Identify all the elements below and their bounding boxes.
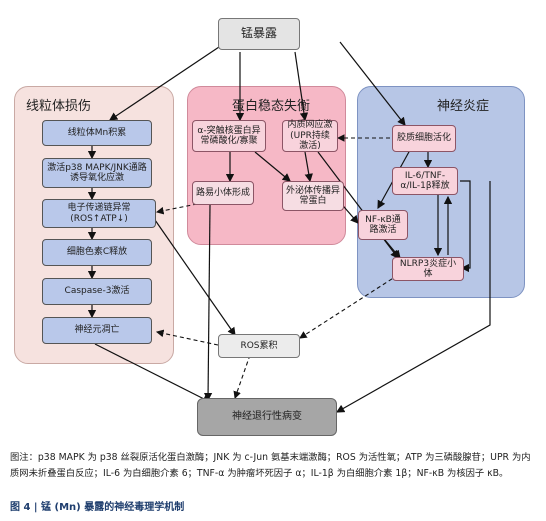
figure-caption: 图注：p38 MAPK 为 p38 丝裂原活化蛋白激酶；JNK 为 c-Jun … <box>10 452 531 479</box>
er-stress-node: 内质网应激(UPR持续激活) <box>282 120 338 152</box>
neuron-apoptosis-node: 神经元凋亡 <box>42 317 152 344</box>
inflammation-panel-title: 神经炎症 <box>437 99 490 114</box>
nlrp3-node: NLRP3炎症小体 <box>392 257 464 281</box>
protein-panel-title: 蛋白稳态失衡 <box>232 99 311 114</box>
mn-accumulation-node: 线粒体Mn积累 <box>42 120 152 146</box>
nfkb-pathway-node: NF-κB通路激活 <box>358 210 408 240</box>
caspase-3-node: Caspase-3激活 <box>42 278 152 305</box>
mn-exposure-node: 锰暴露 <box>218 18 300 50</box>
neurodegeneration-node: 神经退行性病变 <box>197 398 337 436</box>
alpha-synuclein-node: α-突触核蛋白异常磷酸化/寡聚 <box>192 120 266 152</box>
lewy-body-node: 路易小体形成 <box>192 181 254 205</box>
dashed-ros-to-neurodeg <box>233 354 251 400</box>
p38-mapk-node: 激活p38 MAPK/JNK通路诱导氧化应激 <box>42 158 152 188</box>
cytochrome-c-node: 细胞色素C释放 <box>42 239 152 266</box>
cytokine-release-node: IL-6/TNF-α/IL-1β释放 <box>392 167 458 195</box>
figure-label: 图 4 | 锰 (Mn) 暴露的神经毒理学机制 <box>10 502 185 513</box>
ros-accumulation-node: ROS累积 <box>218 334 300 358</box>
exosome-spread-node: 外泌体传播异常蛋白 <box>282 181 344 211</box>
glia-activation-node: 胶质细胞活化 <box>392 125 456 152</box>
electron-transport-node: 电子传递链异常(ROS↑ATP↓) <box>42 199 156 228</box>
mitochondria-panel-title: 线粒体损伤 <box>26 99 92 114</box>
